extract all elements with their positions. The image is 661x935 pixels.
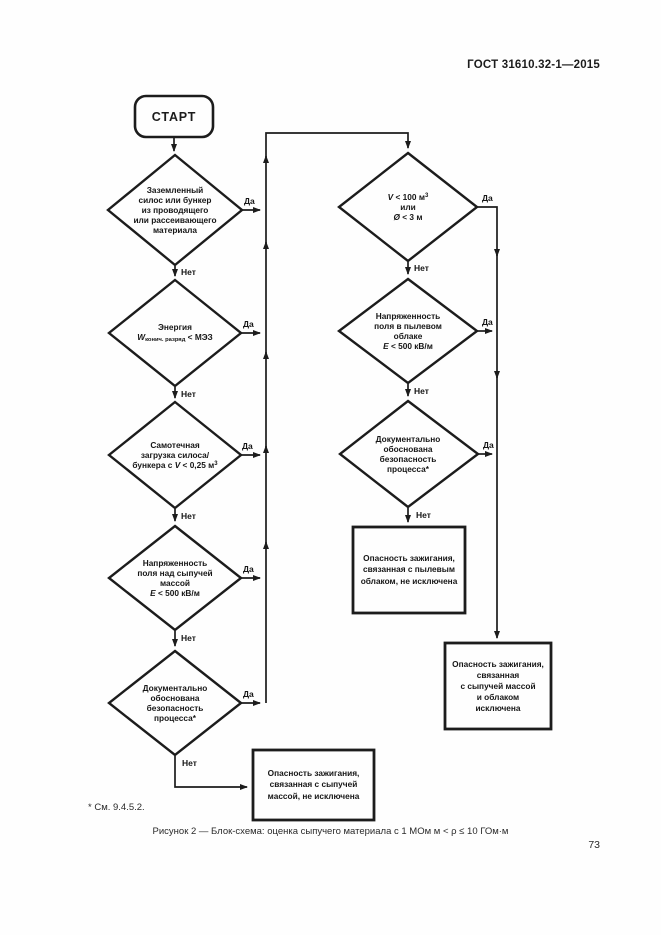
result-bulk-hazard-shape <box>251 748 376 822</box>
branch-no-label: Нет <box>181 633 196 643</box>
decision-volume-diameter-text: V < 100 м3 или Ø < 3 м <box>387 191 429 223</box>
decision-grounded-silo-shape <box>106 153 244 267</box>
result-bulk-hazard-text: Опасность зажигания, связанная с сыпучей… <box>267 768 360 801</box>
decision-field-over-bulk-shape <box>107 524 243 632</box>
branch-no-label: Нет <box>414 263 429 273</box>
decision-field-over-bulk-text: Напряженность поля над сыпучей массой E … <box>137 557 213 599</box>
branch-yes-label: Да <box>483 440 494 450</box>
decision-volume-diameter-shape <box>337 151 479 263</box>
start-node-label: СТАРТ <box>151 109 197 124</box>
decision-gravity-loading-text: Самотечная загрузка силоса/ бункера с V … <box>132 439 218 471</box>
branch-no-label: Нет <box>181 267 196 277</box>
result-no-hazard-text: Опасность зажигания, связанная с сыпучей… <box>452 658 544 714</box>
decision-cone-discharge-energy-text: Энергия Wконич. разряд < МЭЗ <box>137 321 213 344</box>
decision-field-in-cloud-text: Напряженность поля в пылевом облаке E < … <box>374 310 442 352</box>
branch-yes-label: Да <box>243 689 254 699</box>
branch-yes-label: Да <box>244 196 255 206</box>
decision-cone-discharge-energy-shape <box>107 278 243 388</box>
start-terminator-shape <box>133 94 215 139</box>
result-cloud-hazard-shape <box>351 525 467 615</box>
decision-documented-safety-left-text: Документально обоснована безопасность пр… <box>142 682 208 724</box>
decision-documented-safety-left-shape <box>107 649 243 757</box>
decision-grounded-silo-text: Заземленный силос или бункер из проводящ… <box>133 184 217 236</box>
branch-yes-label: Да <box>482 317 493 327</box>
decision-documented-safety-right-shape <box>338 399 480 509</box>
page-number: 73 <box>588 839 600 851</box>
branch-no-label: Нет <box>181 511 196 521</box>
figure-caption: Рисунок 2 — Блок-схема: оценка сыпучего … <box>152 826 509 837</box>
branch-yes-label: Да <box>482 193 493 203</box>
branch-yes-label: Да <box>243 564 254 574</box>
standard-number: ГОСТ 31610.32-1—2015 <box>467 59 600 71</box>
branch-no-label: Нет <box>182 758 197 768</box>
decision-gravity-loading-shape <box>107 400 243 510</box>
decision-documented-safety-right-text: Документально обоснована безопасность пр… <box>375 433 441 475</box>
decision-field-in-cloud-shape <box>337 277 479 385</box>
branch-no-label: Нет <box>181 389 196 399</box>
result-cloud-hazard-text: Опасность зажигания, связанная с пылевым… <box>360 553 458 586</box>
branch-yes-label: Да <box>242 441 253 451</box>
result-no-hazard-shape <box>443 641 553 731</box>
branch-no-label: Нет <box>416 510 431 520</box>
connector-lines <box>171 132 500 790</box>
footnote: * См. 9.4.5.2. <box>88 802 145 813</box>
branch-no-label: Нет <box>414 386 429 396</box>
branch-yes-label: Да <box>243 319 254 329</box>
